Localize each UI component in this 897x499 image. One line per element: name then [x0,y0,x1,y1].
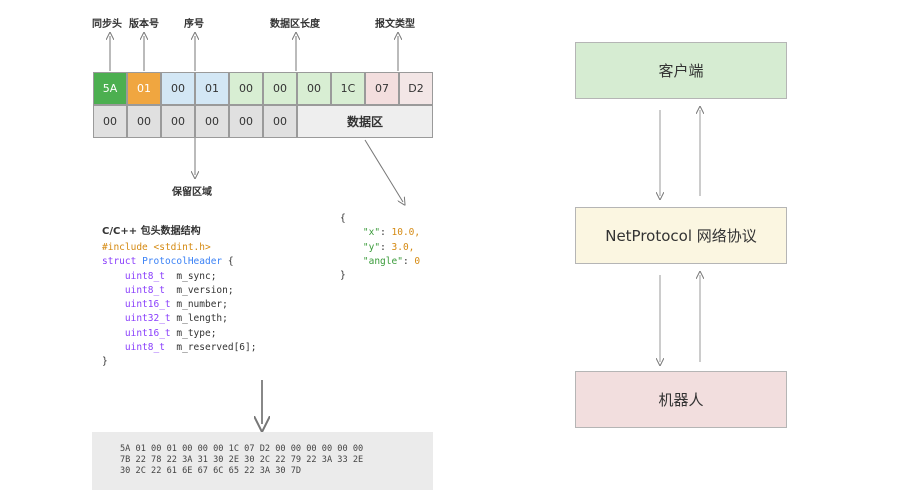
cell-data-area: 数据区 [297,105,433,138]
cell-number-1: 00 [161,72,195,105]
json-open: { [340,213,346,224]
cell-reserved-2: 00 [127,105,161,138]
field-type: uint16_t [124,299,171,311]
cell-sync: 5A [93,72,127,105]
cell-reserved-3: 00 [161,105,195,138]
json-key: "angle" [362,255,403,267]
json-value: 0 [414,255,421,267]
cell-type-1: 07 [365,72,399,105]
code-struct-line: struct ProtocolHeader { [102,256,234,268]
cell-length-3: 00 [297,72,331,105]
label-number: 序号 [184,19,204,30]
json-key: "x" [362,227,381,239]
field-name: m_sync; [176,270,217,282]
field-name: m_type; [176,327,217,339]
label-version: 版本号 [129,19,159,30]
protocol-box: NetProtocol 网络协议 [575,207,787,264]
cell-reserved-4: 00 [195,105,229,138]
field-type: uint32_t [124,313,171,325]
field-name: m_reserved[6]; [176,342,257,354]
hexdump-text: 5A 01 00 01 00 00 00 1C 07 D2 00 00 00 0… [120,444,363,477]
json-value: 10.0, [391,227,421,239]
label-reserved: 保留区域 [172,187,212,198]
label-type: 报文类型 [375,19,415,30]
json-close: } [340,270,346,282]
cell-version: 01 [127,72,161,105]
cell-length-2: 00 [263,72,297,105]
hexdump-line: 7B 22 78 22 3A 31 30 2E 30 2C 22 79 22 3… [120,455,364,465]
cell-reserved-5: 00 [229,105,263,138]
hexdump-panel: 5A 01 00 01 00 00 00 1C 07 D2 00 00 00 0… [92,432,433,490]
field-type: uint8_t [124,342,165,354]
field-type: uint16_t [124,327,171,339]
robot-box: 机器人 [575,371,787,428]
cell-reserved-6: 00 [263,105,297,138]
field-name: m_version; [176,284,234,296]
json-key: "y" [362,241,381,253]
json-value: 3.0, [391,241,415,253]
arrow-data-to-json [364,139,403,202]
cell-length-4: 1C [331,72,365,105]
json-block: { "x": 10.0, "y": 3.0, "angle": 0 } [340,213,421,282]
label-length: 数据区长度 [270,19,320,30]
code-include-line: #include <stdint.h> [102,242,211,253]
cell-reserved-1: 00 [93,105,127,138]
field-name: m_length; [176,313,228,325]
cell-number-2: 01 [195,72,229,105]
hexdump-line: 5A 01 00 01 00 00 00 1C 07 D2 00 00 00 0… [120,444,364,454]
field-type: uint8_t [124,270,165,282]
field-name: m_number; [176,299,228,311]
cell-type-2: D2 [399,72,433,105]
code-block: C/C++ 包头数据结构 #include <stdint.h> struct … [102,222,256,370]
hexdump-line: 30 2C 22 61 6E 67 6C 65 22 3A 30 7D [120,466,302,476]
field-type: uint8_t [124,284,165,296]
code-body: #include <stdint.h> struct ProtocolHeade… [102,241,256,370]
cell-length-1: 00 [229,72,263,105]
code-close-brace: } [102,356,108,368]
code-title: C/C++ 包头数据结构 [102,226,201,237]
label-sync: 同步头 [92,19,122,30]
client-box: 客户端 [575,42,787,99]
